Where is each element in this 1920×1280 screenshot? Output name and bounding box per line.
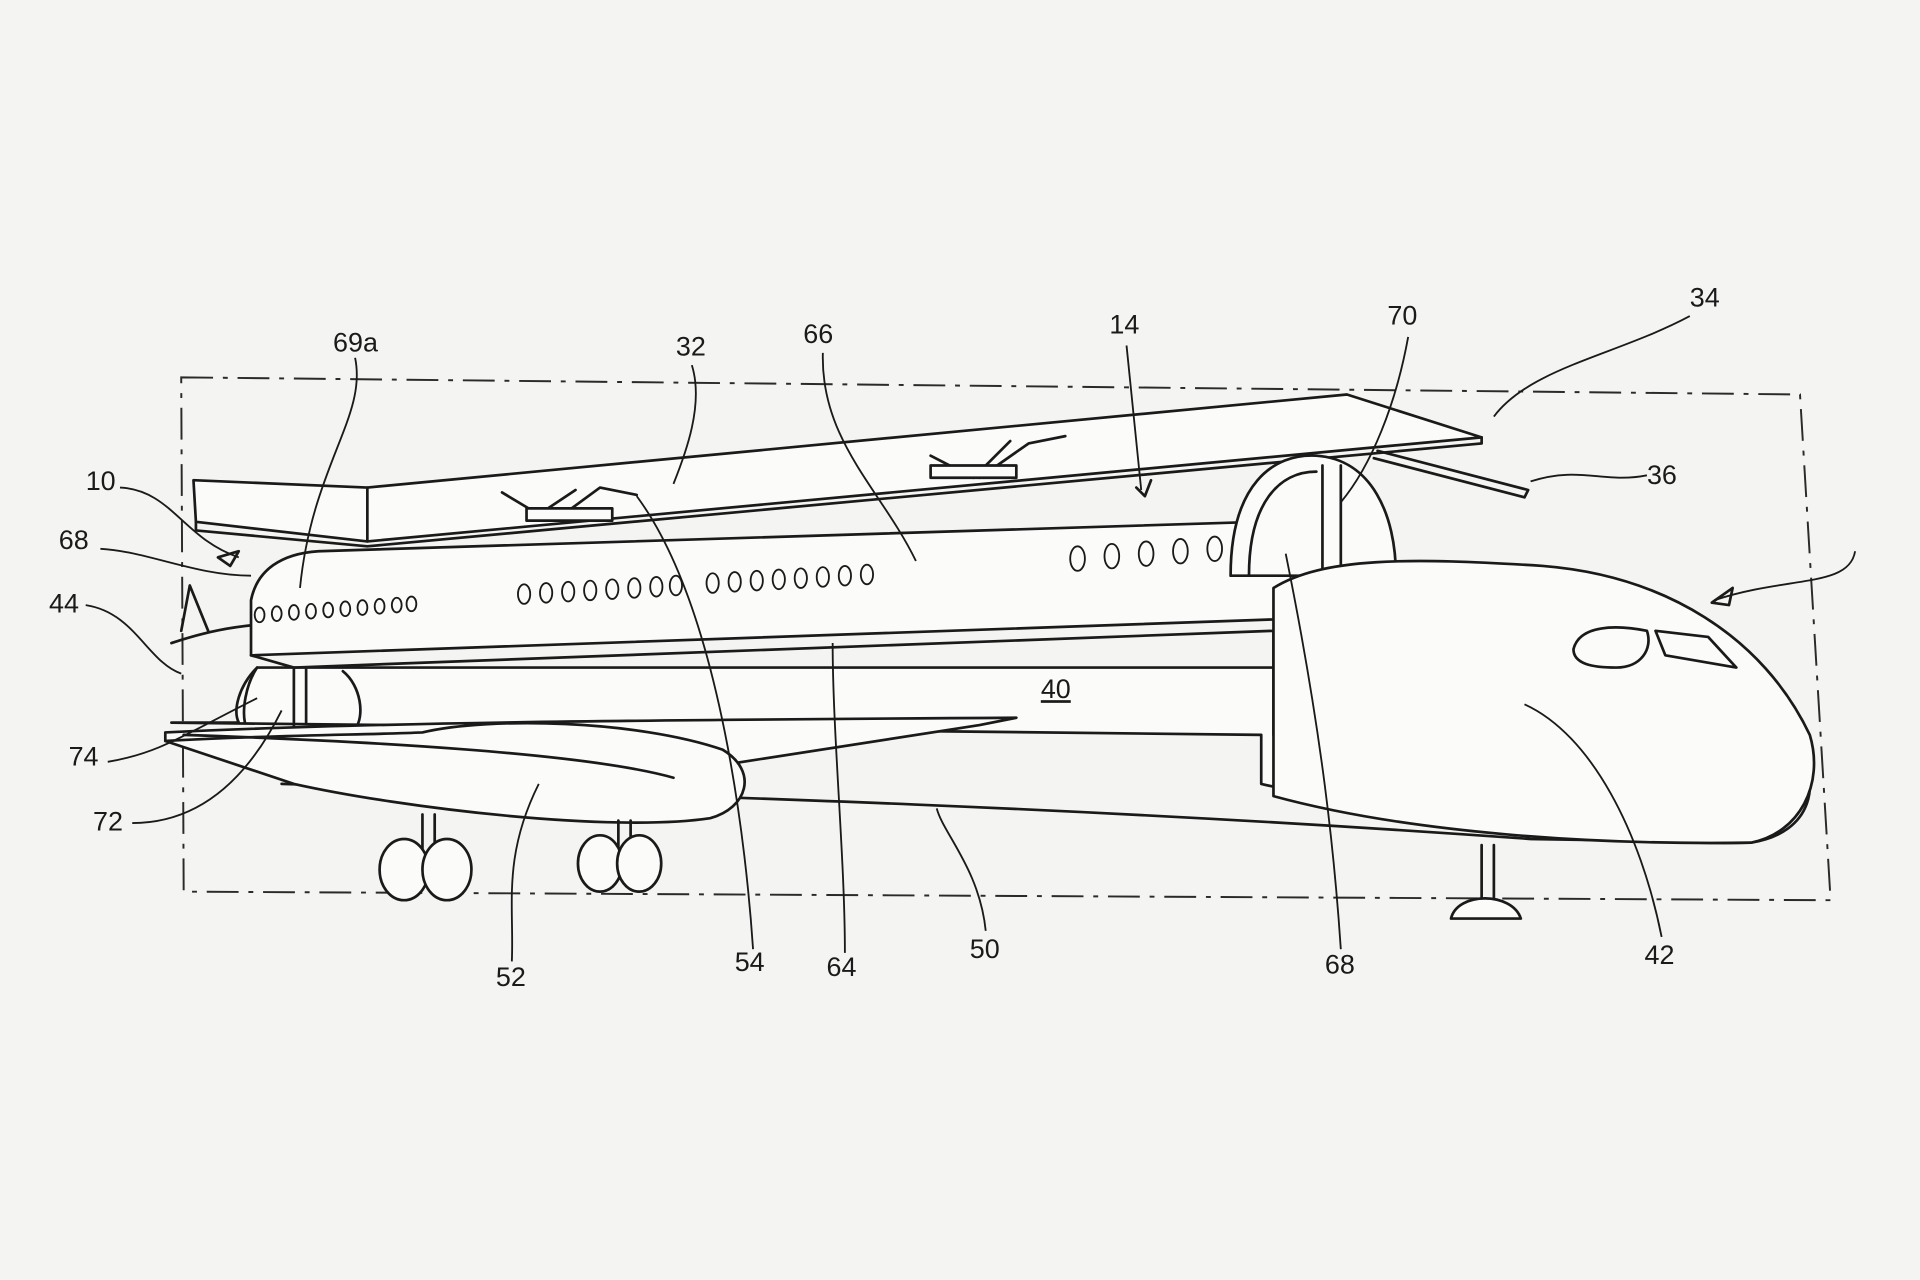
arch-inner [1247, 464, 1343, 578]
window-row-mid [517, 535, 1223, 605]
rear-edge-strip [1372, 449, 1530, 499]
arrow-14 [1134, 478, 1153, 498]
arch-frame [1229, 454, 1398, 578]
label-68-left: 68 [59, 525, 89, 555]
tail-fin [179, 584, 210, 633]
label-34: 34 [1690, 282, 1720, 312]
label-10: 10 [86, 466, 116, 496]
window-row-rear [253, 595, 418, 624]
main-landing-gear [378, 813, 1523, 920]
label-74: 74 [69, 742, 99, 772]
cabin-module [249, 519, 1300, 657]
label-64: 64 [827, 952, 857, 982]
label-54: 54 [735, 947, 765, 977]
label-40: 40 [1041, 674, 1071, 704]
label-36: 36 [1647, 460, 1677, 490]
label-42: 42 [1644, 940, 1674, 970]
cockpit-window [1572, 626, 1650, 669]
label-52: 52 [496, 962, 526, 992]
roof-panel-edge [194, 436, 1483, 548]
nose-section [1272, 559, 1816, 845]
arrow-10 [216, 549, 241, 568]
label-70: 70 [1387, 301, 1417, 331]
tail-cone [170, 623, 259, 645]
cockpit-window [1654, 629, 1738, 669]
label-69a: 69a [333, 328, 378, 358]
envelope-boundary [180, 376, 1832, 902]
label-32: 32 [676, 331, 706, 361]
actuator-block [525, 507, 614, 522]
actuator-block [929, 464, 1018, 480]
leader-lines [85, 315, 1857, 962]
label-72: 72 [93, 806, 123, 836]
label-66: 66 [803, 319, 833, 349]
engine-inner [182, 733, 675, 780]
label-44: 44 [49, 588, 79, 618]
label-14: 14 [1109, 309, 1139, 339]
label-50: 50 [970, 934, 1000, 964]
arrow-34 [1710, 586, 1734, 607]
label-68-right: 68 [1325, 950, 1355, 980]
